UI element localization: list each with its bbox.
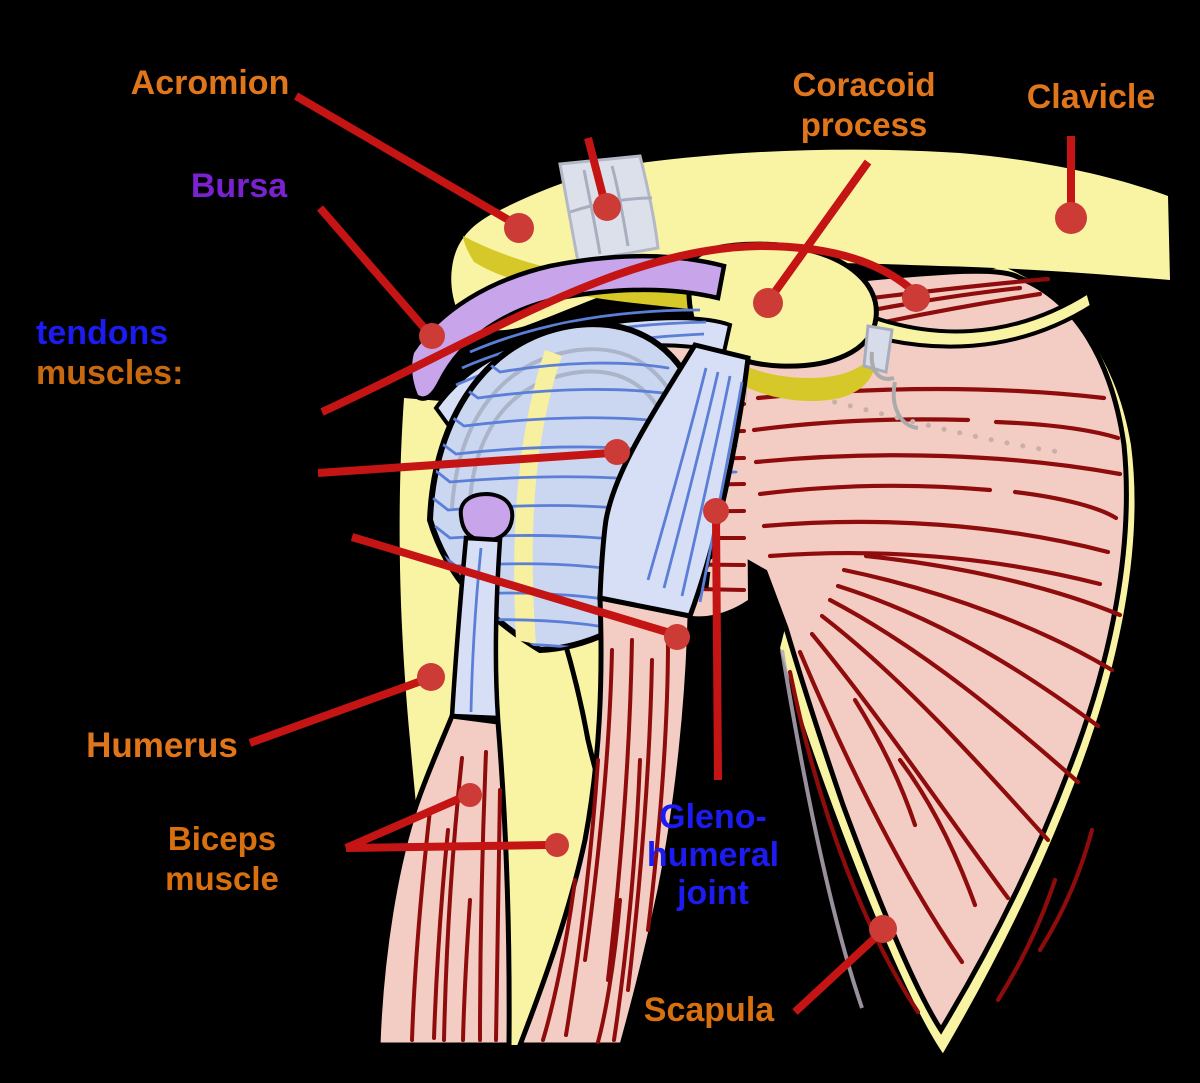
leader-arc-tendons (320, 241, 915, 416)
dot-clavicle (1055, 202, 1087, 234)
dot-acromion (504, 213, 534, 243)
bursa-sac (407, 254, 727, 401)
dot-biceps-2 (545, 833, 569, 857)
dot-bursa (419, 323, 445, 349)
middle-muscle-band (516, 342, 751, 1048)
leader-tendons-lower (350, 533, 672, 637)
label-biceps-line2: muscle (165, 860, 279, 897)
gray-hook-line (869, 351, 919, 430)
leader-coracoid (768, 159, 872, 299)
label-humerus: Humerus (86, 726, 238, 765)
label-biceps-line1: Biceps (168, 820, 276, 857)
coracoid-ligament-piece (862, 324, 894, 374)
label-clavicle: Clavicle (1027, 78, 1156, 116)
leader-glenohumeral (712, 517, 722, 781)
label-scapula: Scapula (644, 991, 775, 1029)
label-tendons: tendons (36, 314, 168, 352)
scapula-bone-and-muscles (693, 261, 1139, 1061)
dot-humerus (417, 663, 445, 691)
leader-acromion (293, 92, 515, 226)
label-glenohumeral-line2: humeral (647, 836, 779, 874)
long-biceps-tendon (449, 535, 503, 721)
leader-bursa (316, 205, 430, 333)
labels: Acromion Bursa tendons muscles: Coracoid… (36, 64, 1155, 1029)
middle-band-fibers (541, 638, 670, 1044)
leader-humerus (248, 676, 426, 747)
leader-tendons-middle (317, 449, 611, 477)
label-glenohumeral-line3: joint (676, 874, 749, 912)
dot-tendons-lower (664, 624, 690, 650)
conjoined-tendon-stripes (646, 367, 744, 603)
tendon-center-line (469, 547, 483, 713)
gray-muscle-outline (780, 649, 864, 1009)
dot-tendons-middle (604, 439, 630, 465)
leader-dots (417, 193, 1087, 943)
leader-unlabeled-top (584, 137, 608, 201)
label-coracoid-line2: process (801, 106, 928, 143)
dot-coracoid (753, 288, 783, 318)
label-bursa: Bursa (191, 167, 288, 205)
label-coracoid-line1: Coracoid (792, 66, 935, 103)
label-muscles: muscles: (36, 354, 183, 392)
leader-scapula (792, 934, 879, 1015)
leader-lines (248, 92, 1075, 1015)
dot-glenohumeral (703, 498, 729, 524)
dot-unlabeled-top (593, 193, 621, 221)
label-glenohumeral-line1: Gleno- (659, 798, 767, 836)
dot-scapula (869, 915, 897, 943)
dot-biceps-1 (458, 783, 482, 807)
dot-arc-tendons (902, 284, 930, 312)
transverse-ligament-knob (458, 491, 515, 543)
label-acromion: Acromion (131, 64, 290, 102)
long-head-tendon-sliver (514, 350, 562, 644)
scapula-spine (847, 288, 1095, 349)
leader-biceps-fork (344, 793, 549, 852)
biceps-tendon-complex (449, 491, 515, 721)
